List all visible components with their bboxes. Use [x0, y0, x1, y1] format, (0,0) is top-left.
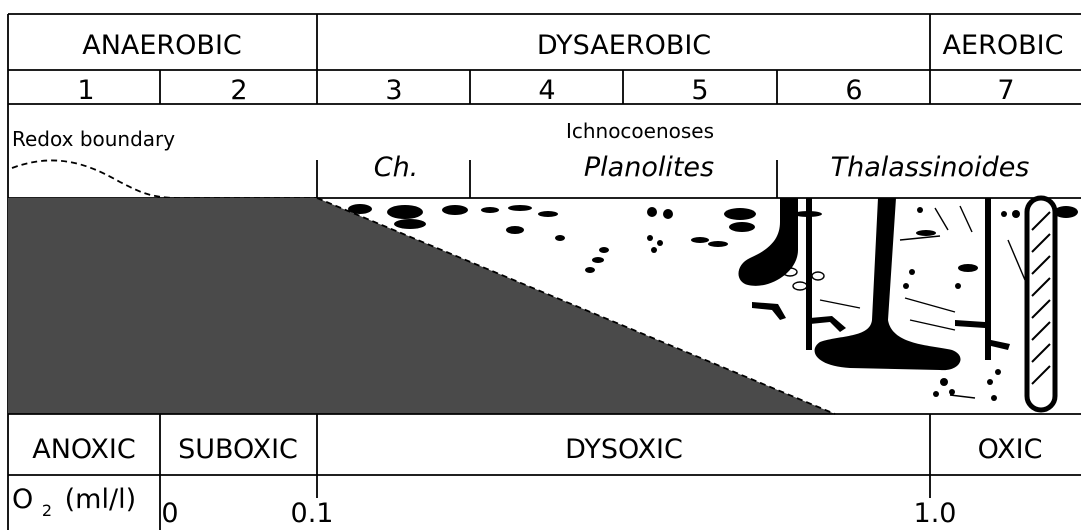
- state-suboxic: SUBOXIC: [178, 434, 298, 465]
- regime-dysaerobic: DYSAEROBIC: [537, 30, 711, 61]
- o2-tick-1-0: 1.0: [914, 498, 957, 529]
- ichnofossil-chondrites: Ch.: [374, 152, 419, 183]
- o2-tick-0-1: 0.1: [291, 498, 334, 529]
- state-oxic: OXIC: [978, 434, 1043, 465]
- redox-boundary-label: Redox boundary: [12, 127, 175, 151]
- burrow-icon: [1027, 198, 1055, 410]
- zone-3: 3: [385, 75, 402, 106]
- regime-anaerobic: ANAEROBIC: [82, 30, 242, 61]
- o2-label-unit: (ml/l): [65, 484, 136, 515]
- o2-label-subscript: 2: [42, 501, 52, 520]
- ichnofossil-thalassinoides: Thalassinoides: [831, 152, 1030, 183]
- ichnofossil-planolites: Planolites: [584, 152, 714, 183]
- zone-1: 1: [77, 75, 94, 106]
- state-dysoxic: DYSOXIC: [565, 434, 683, 465]
- zone-4: 4: [538, 75, 555, 106]
- zone-7: 7: [997, 75, 1014, 106]
- zone-2: 2: [230, 75, 247, 106]
- state-anoxic: ANOXIC: [32, 434, 136, 465]
- o2-label-o: O: [12, 484, 33, 515]
- ichnocoenoses-heading: Ichnocoenoses: [566, 119, 714, 143]
- zone-5: 5: [691, 75, 708, 106]
- regime-aerobic: AEROBIC: [943, 30, 1064, 61]
- zone-6: 6: [845, 75, 862, 106]
- o2-tick-0: 0: [161, 498, 178, 529]
